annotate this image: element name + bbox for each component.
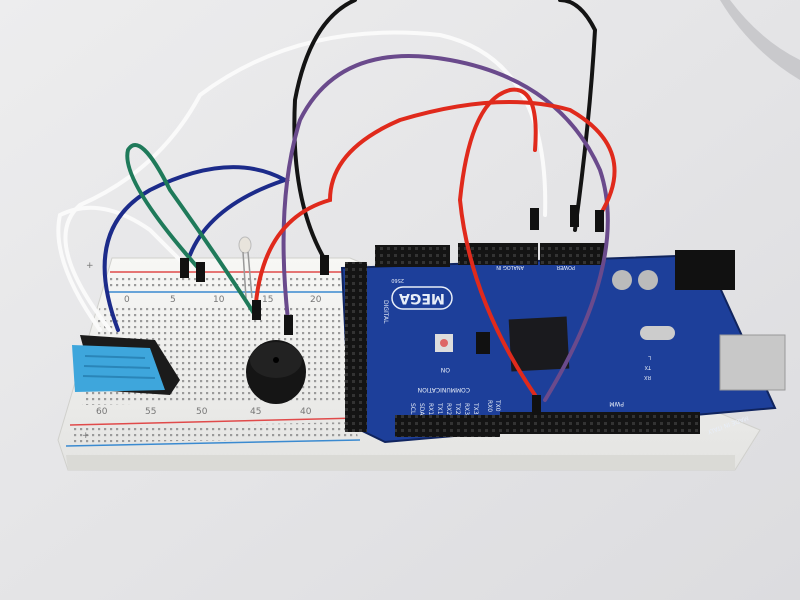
white-wire-2 <box>56 205 187 332</box>
communication-header <box>395 415 500 437</box>
navy-wire <box>102 165 290 332</box>
crystal <box>640 326 675 340</box>
mega-logo-outline <box>391 286 453 310</box>
capacitor <box>638 270 658 290</box>
usb-port <box>719 334 786 391</box>
power-header <box>540 243 605 265</box>
analog-in-label: ANALOG IN <box>496 264 524 270</box>
on-label: ON <box>441 366 450 373</box>
pin-label: TX0 <box>494 399 501 412</box>
dht-sensor <box>72 335 180 395</box>
led-label: RX <box>644 374 651 380</box>
power-label: POWER <box>556 264 575 270</box>
power-jack <box>675 250 735 290</box>
pin-label: TX1 <box>436 402 443 415</box>
arduino-mega-board: MEGA 2560 DIGITAL ON COMMUNICATION TX3 R… <box>340 243 786 444</box>
row-number: 20 <box>310 295 322 305</box>
wire-connector <box>595 210 604 232</box>
led-label: TX <box>644 364 652 370</box>
icsp-header <box>476 332 490 354</box>
capacitor <box>612 270 632 290</box>
red-wire <box>253 100 617 317</box>
row-number: 15 <box>262 295 273 305</box>
jumper-wires <box>56 0 617 415</box>
communication-label: COMMUNICATION <box>418 386 470 393</box>
pin-label: SCL <box>409 403 416 415</box>
pin-label: TX2 <box>454 402 461 415</box>
digital-header <box>345 262 367 432</box>
row-number: 5 <box>170 295 176 305</box>
red-wire-2 <box>457 87 538 397</box>
row-number: 0 <box>124 295 130 305</box>
serial-pin-labels: TX3 RX3 TX2 RX2 TX1 RX1 SDA SCL TX0 RX0 <box>409 399 501 416</box>
wire-connector <box>570 205 579 227</box>
analog-header-high <box>375 245 450 267</box>
row-number: 40 <box>300 407 312 417</box>
black-wire-2 <box>558 0 598 232</box>
row-number: 50 <box>196 407 208 417</box>
model-label: 2560 <box>391 277 404 283</box>
status-led-labels: L TX RX <box>644 354 652 380</box>
row-number: 55 <box>145 407 156 417</box>
blue-rail-line-bottom <box>65 439 361 447</box>
green-wire <box>125 143 257 317</box>
wire-connector <box>180 258 189 278</box>
wire-connector <box>284 315 293 335</box>
row-number: 45 <box>250 407 261 417</box>
led <box>238 236 253 299</box>
buzzer <box>246 340 306 404</box>
row-number: 60 <box>96 407 108 417</box>
mega-logo: MEGA <box>399 290 445 306</box>
plus-marker: + <box>86 261 94 271</box>
wire-connector <box>530 208 539 230</box>
atmega-chip <box>508 316 570 372</box>
wire-connector <box>196 262 205 282</box>
pwm-header <box>500 412 700 434</box>
wire-connector <box>252 300 261 320</box>
black-wire <box>292 0 357 262</box>
plus-marker-bottom: + <box>82 431 90 441</box>
red-rail-line-bottom <box>69 417 361 426</box>
analog-header <box>458 243 538 265</box>
white-wire <box>63 30 548 332</box>
reset-button-cap[interactable] <box>440 339 448 347</box>
pin-label: TX3 <box>472 402 479 415</box>
wire-connector <box>320 255 329 275</box>
digital-label: DIGITAL <box>382 300 389 324</box>
pin-label: SDA <box>418 403 425 416</box>
pin-label: RX1 <box>427 403 434 415</box>
pin-label: RX2 <box>445 403 452 415</box>
cable-top-right <box>720 0 800 80</box>
row-number: 10 <box>213 295 225 305</box>
pwm-label: PWM <box>609 400 624 407</box>
wire-connector <box>532 395 541 415</box>
led-label: L <box>648 354 651 360</box>
pin-label: RX3 <box>463 403 470 415</box>
pin-label: RX0 <box>486 400 493 412</box>
purple-wire <box>281 54 610 402</box>
